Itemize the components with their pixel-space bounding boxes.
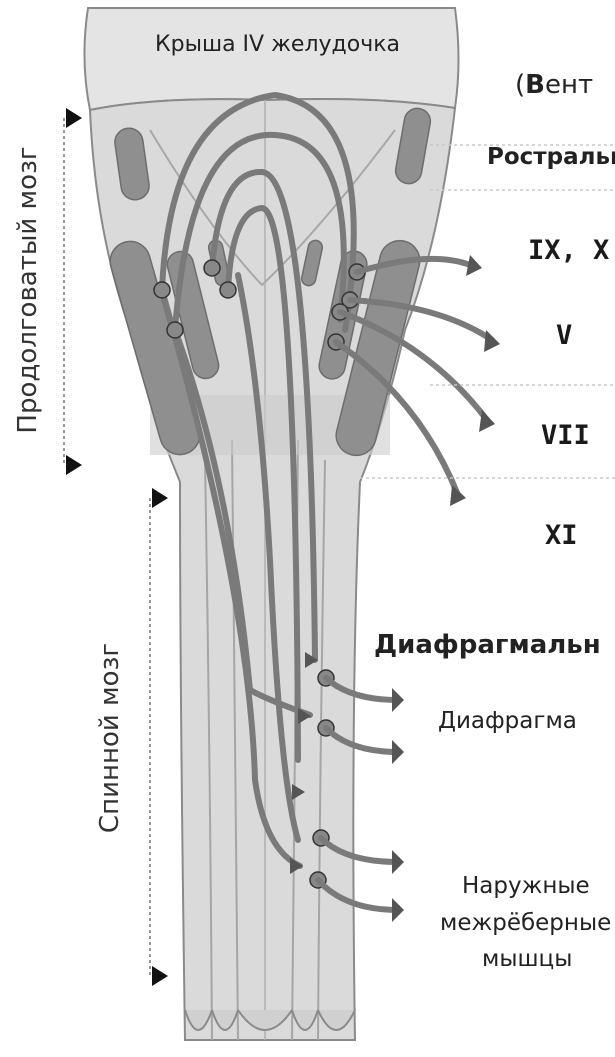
nerve-v-label: V	[556, 320, 572, 351]
nerve-xi-label: XI	[545, 520, 578, 551]
diaphragm-label: Диафрагма	[438, 708, 577, 734]
nerve-ix-x-label: IX, X	[528, 235, 609, 266]
intercostal-line-3: мышцы	[482, 946, 572, 972]
rostral-label: Ростральн	[487, 144, 615, 170]
nerve-vii-label: VII	[541, 420, 590, 451]
roof-label: Крыша IV желудочка	[155, 32, 400, 57]
spinal-side-label: Спинной мозг	[95, 643, 125, 833]
muscle-arrowheads	[392, 688, 404, 922]
intercostal-line-2: межрёберные	[440, 910, 611, 936]
ventral-rest: ент	[545, 70, 593, 100]
efferent-arrowheads	[450, 255, 500, 506]
medulla-side-label: Продолговатый мозг	[13, 146, 43, 433]
ventral-bold: В	[525, 70, 545, 100]
ventral-heading: (Вент	[515, 70, 593, 100]
ventral-prefix: (	[515, 70, 525, 100]
phrenic-label: Диафрагмальн	[374, 630, 601, 660]
intercostal-line-1: Наружные	[462, 873, 590, 899]
